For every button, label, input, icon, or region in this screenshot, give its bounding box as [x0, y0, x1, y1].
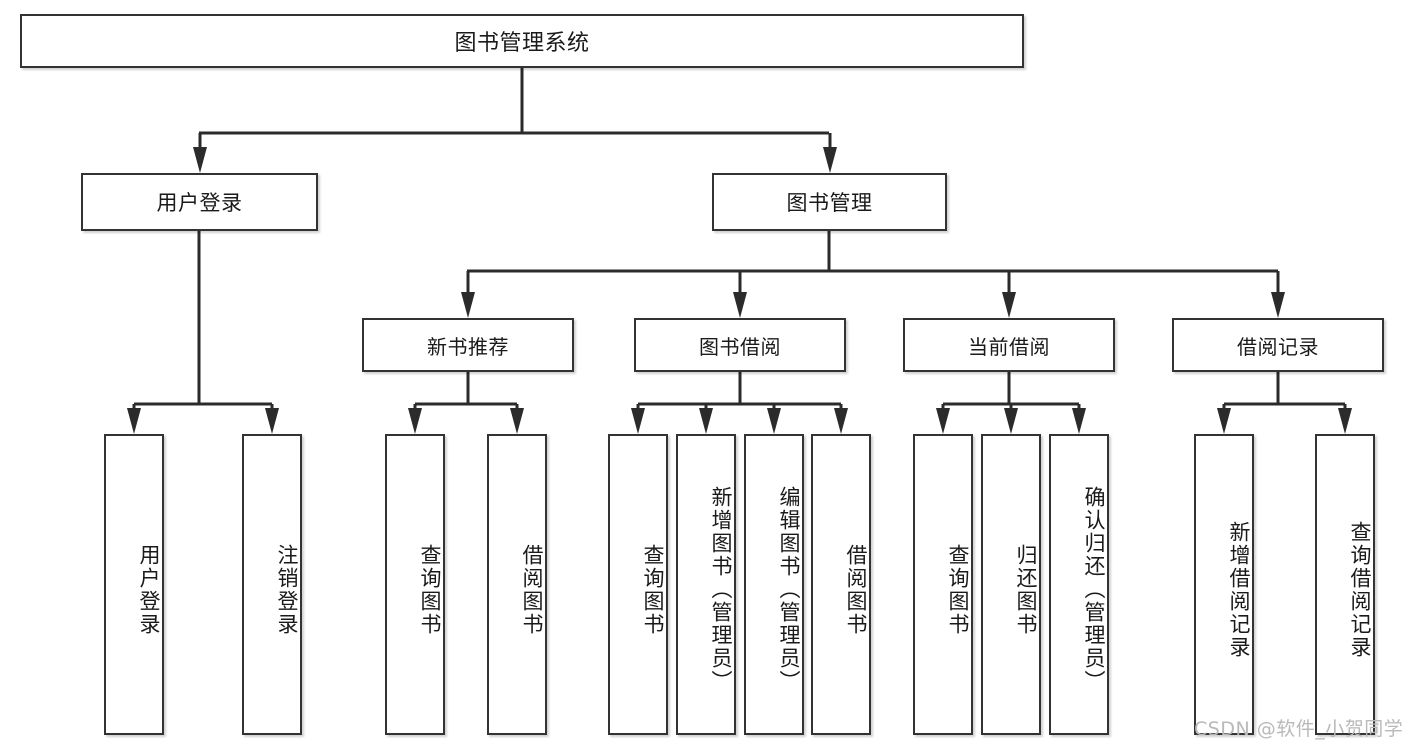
- node-label: 借阅图书: [520, 543, 544, 636]
- node-label: 图书管理: [786, 191, 873, 215]
- arrowhead-icon: [733, 292, 747, 318]
- node-label: 注销登录: [275, 543, 299, 636]
- node-lf10[interactable]: 归还图书: [981, 434, 1041, 735]
- arrowhead-icon: [823, 147, 837, 173]
- node-label: 借阅记录: [1237, 334, 1319, 359]
- node-l1b[interactable]: 图书管理: [712, 173, 947, 231]
- arrowhead-icon: [1271, 292, 1285, 318]
- arrowhead-icon: [699, 408, 713, 434]
- arrowhead-icon: [936, 408, 950, 434]
- arrowhead-icon: [1004, 408, 1018, 434]
- node-label: 查询图书: [641, 543, 665, 636]
- node-lf7[interactable]: 编辑图书（管理员）: [744, 434, 804, 735]
- arrowhead-icon: [510, 408, 524, 434]
- node-lf3[interactable]: 查询图书: [385, 434, 445, 735]
- node-label: 归还图书: [1014, 543, 1038, 636]
- node-l1a[interactable]: 用户登录: [81, 173, 318, 231]
- node-lf12[interactable]: 新增借阅记录: [1194, 434, 1254, 735]
- node-root[interactable]: 图书管理系统: [20, 14, 1024, 68]
- arrowhead-icon: [1002, 292, 1016, 318]
- arrowhead-icon: [834, 408, 848, 434]
- arrowhead-icon: [1338, 408, 1352, 434]
- node-label: 用户登录: [137, 543, 161, 636]
- node-label: 新书推荐: [427, 334, 509, 359]
- arrowhead-icon: [193, 147, 207, 173]
- arrowhead-icon: [127, 408, 141, 434]
- arrowhead-icon: [1072, 408, 1086, 434]
- node-l2c[interactable]: 当前借阅: [903, 318, 1115, 372]
- node-label: 图书借阅: [699, 334, 781, 359]
- node-l2d[interactable]: 借阅记录: [1172, 318, 1384, 372]
- arrowhead-icon: [631, 408, 645, 434]
- node-label: 编辑图书（管理员）: [777, 486, 801, 693]
- node-label: 当前借阅: [968, 334, 1050, 359]
- node-label: 借阅图书: [844, 543, 868, 636]
- node-lf5[interactable]: 查询图书: [608, 434, 668, 735]
- node-label: 新增借阅记录: [1227, 520, 1251, 659]
- arrowhead-icon: [461, 292, 475, 318]
- arrowhead-icon: [767, 408, 781, 434]
- node-lf1[interactable]: 用户登录: [104, 434, 164, 735]
- watermark-text: CSDN @软件_小贺同学: [1194, 718, 1404, 740]
- node-label: 图书管理系统: [454, 31, 590, 56]
- node-lf6[interactable]: 新增图书（管理员）: [676, 434, 736, 735]
- arrowhead-icon: [1217, 408, 1231, 434]
- node-label: 查询图书: [946, 543, 970, 636]
- node-label: 查询图书: [418, 543, 442, 636]
- node-lf4[interactable]: 借阅图书: [487, 434, 547, 735]
- arrowhead-icon: [265, 408, 279, 434]
- node-l2a[interactable]: 新书推荐: [362, 318, 574, 372]
- node-lf2[interactable]: 注销登录: [242, 434, 302, 735]
- node-label: 查询借阅记录: [1348, 520, 1372, 659]
- node-lf9[interactable]: 查询图书: [913, 434, 973, 735]
- node-lf11[interactable]: 确认归还（管理员）: [1049, 434, 1109, 735]
- node-label: 新增图书（管理员）: [709, 486, 733, 693]
- arrowhead-icon: [408, 408, 422, 434]
- node-lf13[interactable]: 查询借阅记录: [1315, 434, 1375, 735]
- node-label: 用户登录: [156, 191, 243, 215]
- node-label: 确认归还（管理员）: [1082, 486, 1106, 693]
- node-l2b[interactable]: 图书借阅: [634, 318, 846, 372]
- node-lf8[interactable]: 借阅图书: [811, 434, 871, 735]
